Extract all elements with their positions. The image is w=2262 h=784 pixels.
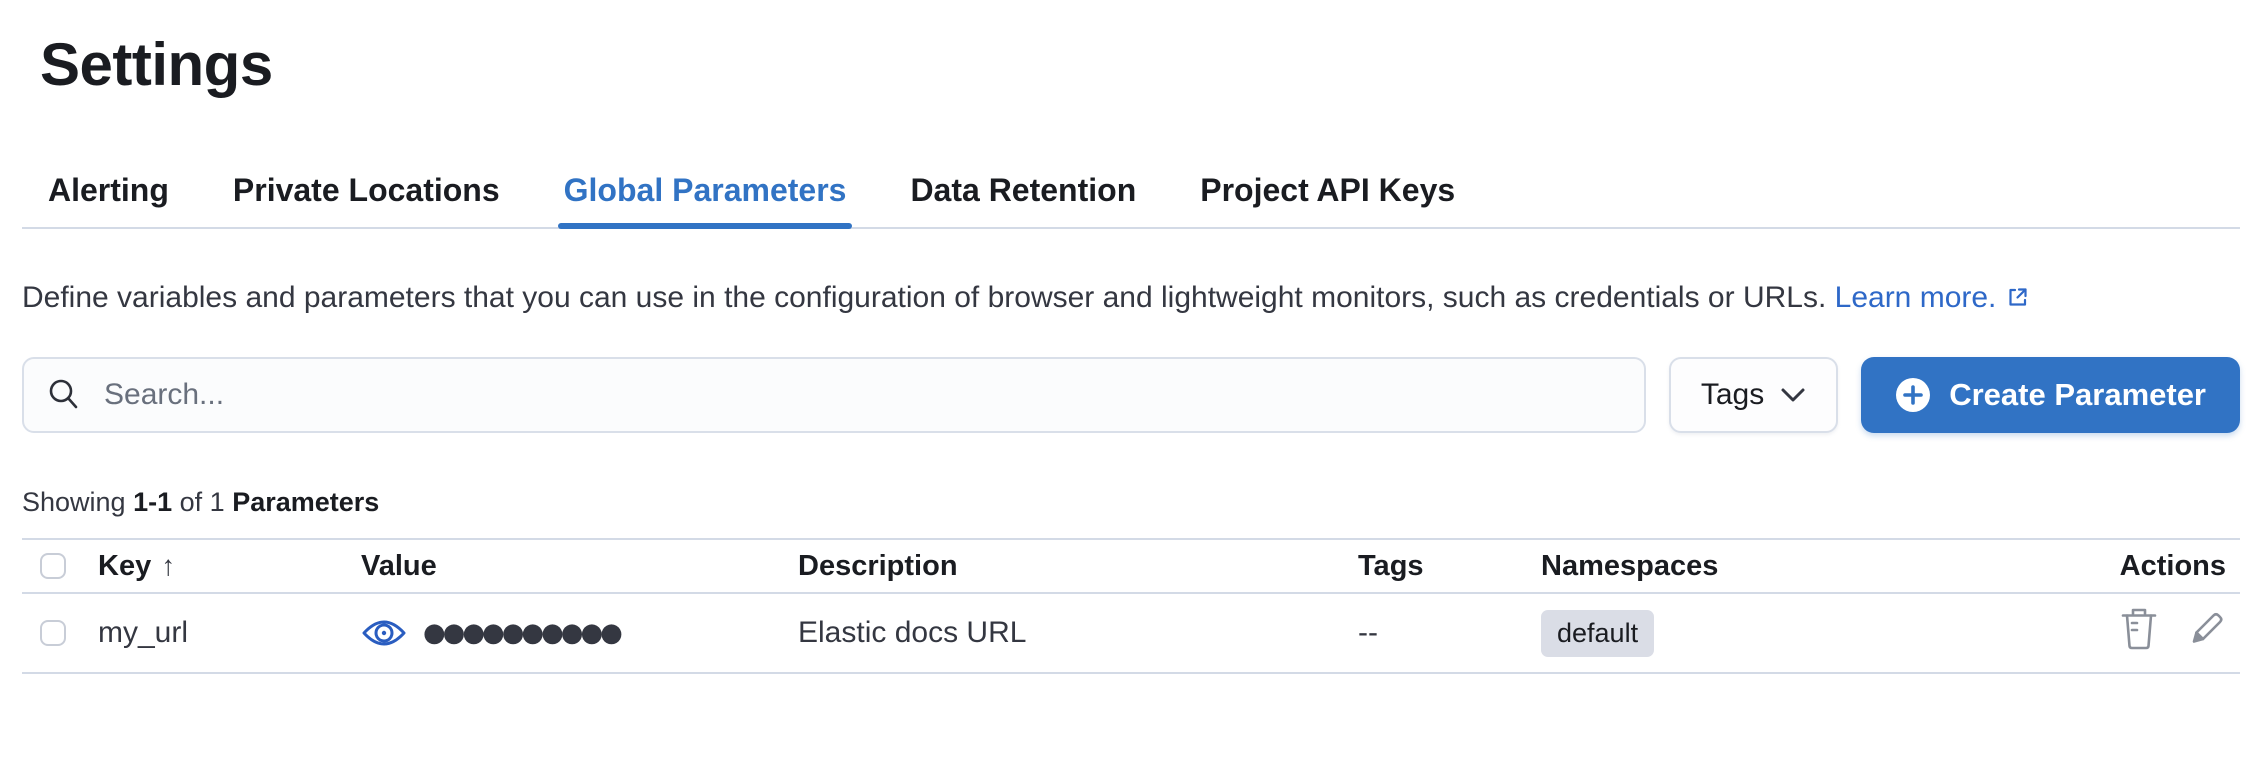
tab-bar: Alerting Private Locations Global Parame… — [22, 171, 2240, 230]
tags-cell: -- — [1358, 616, 1378, 650]
column-header-namespaces: Namespaces — [1541, 549, 1719, 582]
search-icon — [49, 380, 78, 409]
search-input[interactable] — [102, 377, 1622, 414]
column-header-tags: Tags — [1358, 549, 1424, 582]
toolbar: Tags Create Parameter — [22, 357, 2240, 434]
tab-project-api-keys[interactable]: Project API Keys — [1200, 172, 1456, 208]
description-cell: Elastic docs URL — [798, 616, 1027, 650]
column-header-key[interactable]: Key↑ — [98, 549, 176, 582]
settings-page: Settings Alerting Private Locations Glob… — [0, 30, 2262, 784]
page-title: Settings — [40, 31, 273, 98]
results-range: 1-1 — [133, 487, 173, 518]
table-header-row: Key↑ Value Description Tags Namespaces A… — [22, 539, 2240, 594]
tab-private-locations[interactable]: Private Locations — [232, 172, 500, 208]
edit-parameter-button[interactable] — [2186, 609, 2226, 649]
actions-cell — [2001, 593, 2240, 673]
sort-ascending-icon: ↑ — [161, 549, 176, 581]
learn-more-link[interactable]: Learn more. — [1835, 281, 2031, 314]
tab-alerting[interactable]: Alerting — [48, 172, 169, 208]
create-parameter-button[interactable]: Create Parameter — [1861, 357, 2240, 434]
tab-data-retention[interactable]: Data Retention — [910, 172, 1137, 208]
masked-value: ●●●●●●●●●● — [423, 618, 623, 649]
tags-filter-button[interactable]: Tags — [1668, 357, 1839, 434]
reveal-value-button[interactable] — [361, 616, 407, 650]
page-description: Define variables and parameters that you… — [22, 275, 2240, 321]
pencil-icon — [2192, 613, 2223, 644]
tab-global-parameters[interactable]: Global Parameters — [557, 171, 853, 230]
column-header-value: Value — [361, 549, 437, 582]
eye-icon — [362, 620, 406, 646]
external-link-icon — [2009, 288, 2027, 306]
select-all-cell — [22, 539, 98, 593]
results-summary: Showing 1-1 of 1 Parameters — [22, 487, 380, 518]
search-box — [22, 357, 1646, 434]
description-text: Define variables and parameters that you… — [22, 281, 1827, 315]
parameters-table: Key↑ Value Description Tags Namespaces A… — [22, 538, 2240, 674]
value-cell: ●●●●●●●●●● — [361, 593, 798, 673]
trash-icon — [2121, 609, 2157, 650]
row-select-cell — [22, 593, 98, 673]
key-cell: my_url — [98, 616, 189, 650]
row-checkbox[interactable] — [40, 620, 66, 647]
chevron-down-icon — [1781, 388, 1805, 402]
plus-in-circle-icon — [1896, 378, 1931, 413]
delete-parameter-button[interactable] — [2120, 607, 2158, 651]
table-row: my_url ●●●●●●●●●● Elastic docs UR — [22, 593, 2240, 674]
column-header-description: Description — [798, 549, 958, 582]
column-header-actions: Actions — [2119, 549, 2226, 582]
select-all-checkbox[interactable] — [40, 553, 66, 580]
results-entity: Parameters — [232, 487, 380, 518]
namespaces-cell: default — [1541, 593, 2001, 673]
namespace-badge: default — [1541, 610, 1655, 657]
